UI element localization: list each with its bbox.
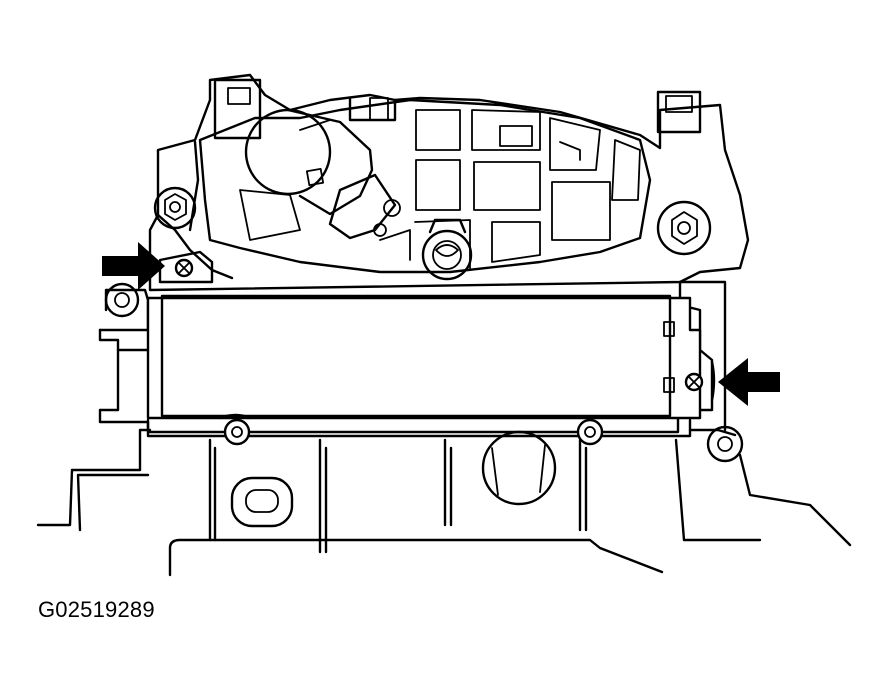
left-bolt xyxy=(158,250,214,284)
right-bolt xyxy=(684,360,716,402)
valve-body xyxy=(148,73,750,292)
left-mount-bolt xyxy=(153,186,197,230)
figure-id-label: G02519289 xyxy=(38,597,155,622)
solenoid-cover xyxy=(146,294,702,446)
left-bolt-arrow xyxy=(102,242,165,290)
right-bolt-arrow xyxy=(718,358,780,406)
right-mount-bolt xyxy=(656,200,712,256)
transmission-case xyxy=(36,425,852,577)
